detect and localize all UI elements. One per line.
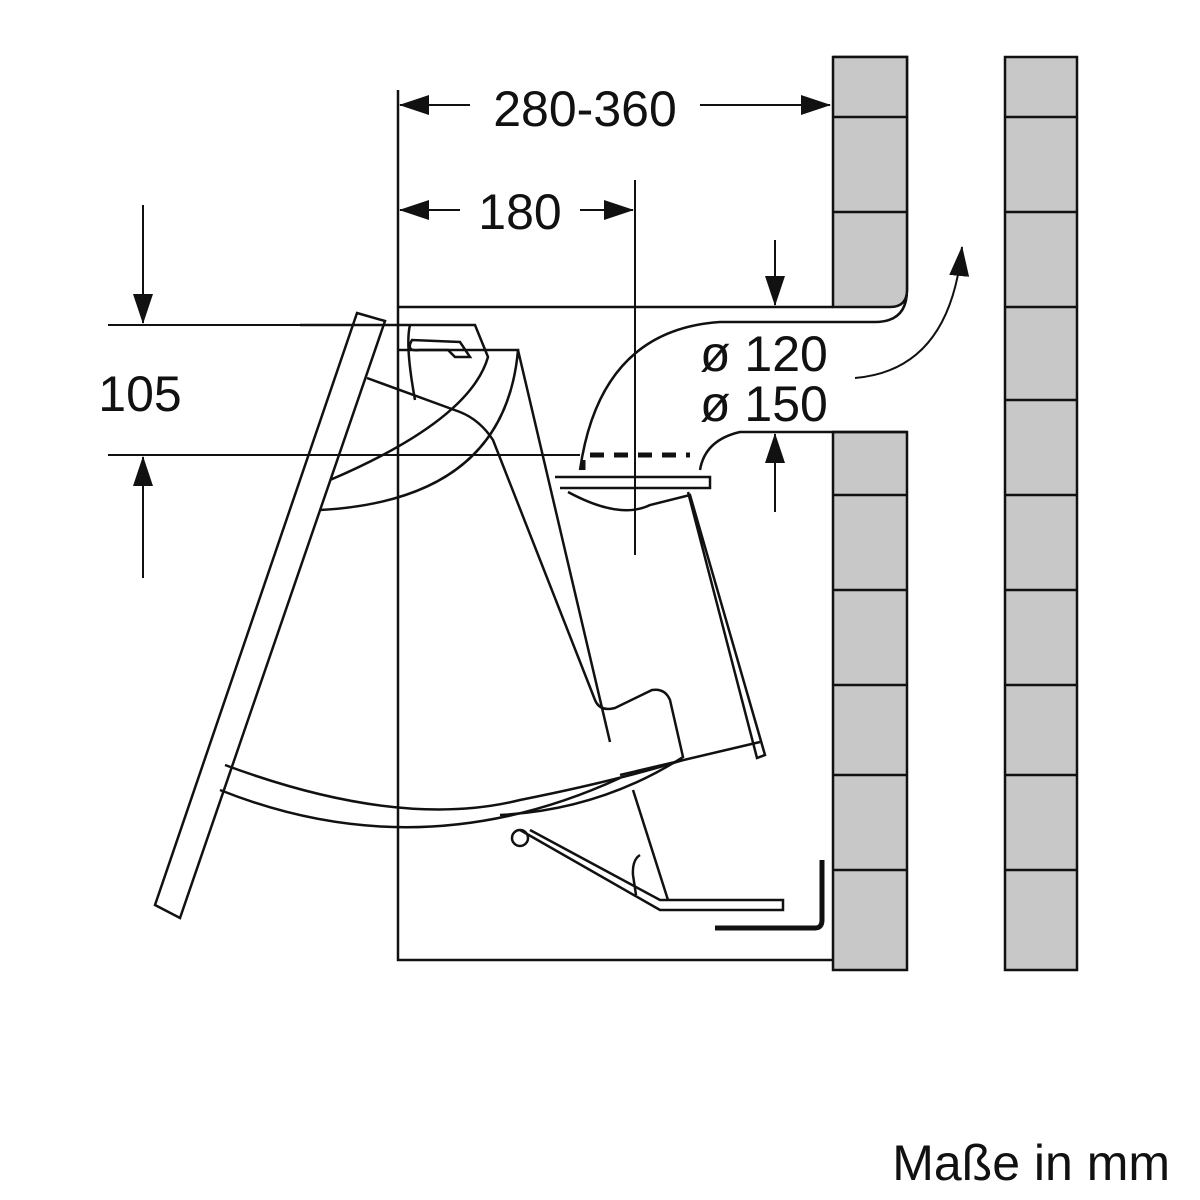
wall-left-upper [578, 55, 909, 471]
dimension-width-total: 280-360 [493, 81, 677, 137]
units-note: Maße in mm [892, 1135, 1170, 1191]
dimension-lines [108, 95, 970, 578]
duct-diameter-small: ø 120 [700, 326, 828, 382]
dimension-width-partial: 180 [478, 184, 561, 240]
wall-right [1003, 55, 1079, 972]
wall-left-lower [698, 430, 909, 972]
duct-diameter-large: ø 150 [700, 376, 828, 432]
cabinet-outline [396, 90, 833, 962]
dimension-height-offset: 105 [98, 366, 181, 422]
hood-drawing [153, 311, 825, 931]
